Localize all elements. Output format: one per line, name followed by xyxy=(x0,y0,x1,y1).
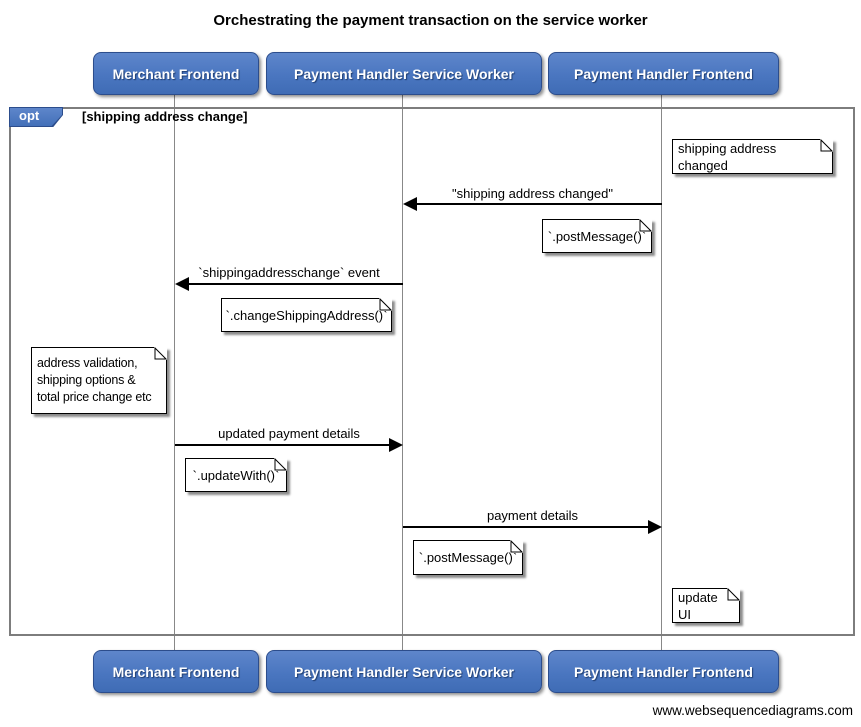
opt-fragment-frame xyxy=(9,107,855,636)
note-fold-icon xyxy=(727,588,740,601)
fragment-operator-tab: opt xyxy=(9,107,63,127)
actor-top-payment-handler-frontend: Payment Handler Frontend xyxy=(548,52,779,95)
note-text: shipping address changed xyxy=(678,140,777,173)
note-fold-icon xyxy=(820,139,833,152)
note-text: `.postMessage()` xyxy=(418,550,518,565)
message-label: `shippingaddresschange` event xyxy=(198,265,380,280)
actor-bottom-payment-handler-service-worker: Payment Handler Service Worker xyxy=(266,650,542,693)
actor-top-payment-handler-service-worker: Payment Handler Service Worker xyxy=(266,52,542,95)
note-fold-icon xyxy=(510,540,523,553)
actor-label: Payment Handler Service Worker xyxy=(294,663,514,680)
note-fold-icon xyxy=(639,219,652,232)
actor-label: Payment Handler Frontend xyxy=(574,65,753,82)
diagram-title: Orchestrating the payment transaction on… xyxy=(213,12,648,29)
actor-label: Merchant Frontend xyxy=(112,663,240,680)
note: address validation, shipping options & t… xyxy=(31,347,167,414)
note: `.changeShippingAddress()` xyxy=(221,298,392,332)
note-fold-icon xyxy=(379,298,392,311)
lifeline-payment-handler-service-worker xyxy=(402,93,403,650)
fragment-tab-fill xyxy=(10,108,62,126)
actor-label: Payment Handler Service Worker xyxy=(294,65,514,82)
lifeline-merchant-frontend xyxy=(174,93,175,650)
note: `.updateWith()` xyxy=(185,458,287,492)
note-text: `.postMessage()` xyxy=(547,228,647,244)
fragment-condition: [shipping address change] xyxy=(82,109,248,124)
note-fold-icon xyxy=(274,458,287,471)
actor-bottom-payment-handler-frontend: Payment Handler Frontend xyxy=(548,650,779,693)
note-fold-icon xyxy=(154,347,167,360)
message-label: updated payment details xyxy=(218,426,360,441)
note-text: `.changeShippingAddress()` xyxy=(225,307,388,323)
message-label: payment details xyxy=(486,508,579,523)
note: `.postMessage()` xyxy=(413,540,523,575)
fragment-operator-label: opt xyxy=(19,108,40,123)
message-label: "shipping address changed" xyxy=(451,186,613,201)
watermark: www.websequencediagrams.com xyxy=(652,703,853,718)
actor-label: Payment Handler Frontend xyxy=(574,663,753,680)
actor-top-merchant-frontend: Merchant Frontend xyxy=(93,52,259,95)
actor-label: Merchant Frontend xyxy=(112,65,240,82)
note: `.postMessage()` xyxy=(542,219,652,253)
note-text: address validation, shipping options & t… xyxy=(37,356,152,404)
note-text: `.updateWith()` xyxy=(192,467,280,483)
note: update UI xyxy=(672,588,740,623)
note: shipping address changed xyxy=(672,139,833,174)
actor-bottom-merchant-frontend: Merchant Frontend xyxy=(93,650,259,693)
lifeline-payment-handler-frontend xyxy=(661,93,662,650)
note-text: update UI xyxy=(678,589,718,622)
